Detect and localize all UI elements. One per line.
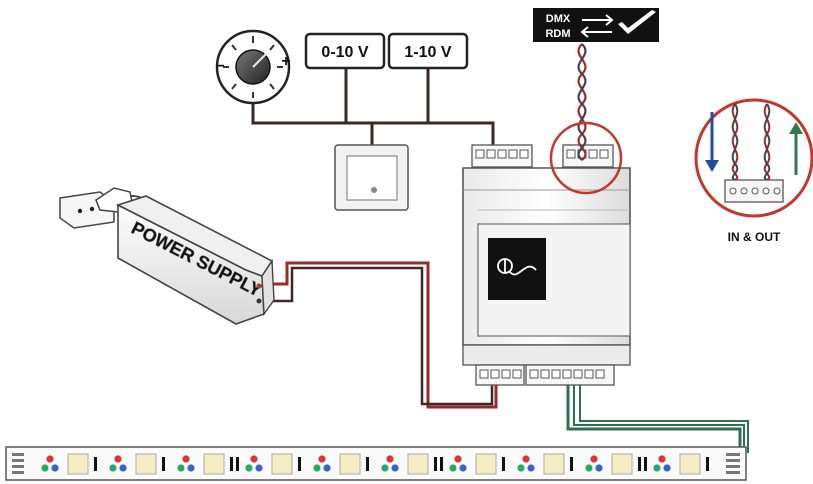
rgb-led <box>517 455 535 472</box>
led-pad <box>407 453 429 475</box>
resistor <box>440 457 443 471</box>
power-wires <box>263 261 498 409</box>
rgb-led <box>313 455 331 472</box>
rgb-led <box>449 455 467 472</box>
rgb-led <box>177 455 195 472</box>
power-wire-positive <box>263 261 498 409</box>
led-pad <box>203 453 225 475</box>
led-strip <box>5 446 747 481</box>
dmx-label: DMX <box>546 13 571 25</box>
led-pad <box>611 453 633 475</box>
resistor <box>638 457 641 471</box>
power-input-screws <box>479 369 522 379</box>
controller-logo-icon <box>497 258 537 276</box>
led-output-wire-2 <box>573 385 745 453</box>
led-pad <box>339 453 361 475</box>
resistor <box>298 457 301 471</box>
controller-module <box>462 144 631 386</box>
power-supply: POWER SUPPLY <box>115 195 275 325</box>
check-icon <box>618 10 656 34</box>
resistor <box>434 457 437 471</box>
led-pad <box>67 453 89 475</box>
resistor <box>706 457 709 471</box>
resistor <box>162 457 165 471</box>
led-pad <box>543 453 565 475</box>
left-terminal-screws <box>475 149 529 159</box>
led-pad <box>679 453 701 475</box>
led-pad <box>135 453 157 475</box>
voltage-0-10-box: 0-10 V <box>304 32 386 70</box>
dmx-twisted-cable <box>577 43 587 161</box>
dmx-terminal-highlight <box>549 121 623 195</box>
resistor <box>366 457 369 471</box>
voltage-1-10-label: 1-10 V <box>404 44 451 61</box>
push-switch <box>334 144 409 211</box>
resistor <box>94 457 97 471</box>
resistor <box>644 457 647 471</box>
rgb-led <box>585 455 603 472</box>
resistor <box>502 457 505 471</box>
resistor <box>570 457 573 471</box>
led-output-wire <box>566 385 742 453</box>
in-out-label: IN & OUT <box>728 230 781 244</box>
in-out-detail: IN & OUT <box>694 98 813 244</box>
led-output-wire-3 <box>579 385 749 453</box>
control-wires <box>251 66 495 148</box>
rdm-label: RDM <box>545 28 570 40</box>
resistor <box>230 457 233 471</box>
voltage-1-10-box: 1-10 V <box>387 32 469 70</box>
dimmer-knob: − + <box>215 29 291 105</box>
led-pad <box>475 453 497 475</box>
dmx-rdm-badge: DMX RDM <box>533 8 659 42</box>
dimmer-minus-label: − <box>215 58 224 75</box>
dimmer-plus-label: + <box>281 53 290 70</box>
rgb-led <box>109 455 127 472</box>
power-wire-negative <box>263 266 494 406</box>
arrow-down-icon <box>705 112 719 172</box>
wall-socket <box>59 187 151 229</box>
controller-logo-panel <box>488 238 546 300</box>
bidirectional-arrow-icon <box>580 14 614 38</box>
dimmer-ticks <box>223 36 283 98</box>
output-wires <box>566 385 749 453</box>
rgb-led <box>653 455 671 472</box>
arrow-up-icon <box>789 122 803 175</box>
led-pad <box>271 453 293 475</box>
rgb-led <box>41 455 59 472</box>
led-output-screws <box>529 369 605 379</box>
voltage-0-10-label: 0-10 V <box>321 44 368 61</box>
rgb-led <box>245 455 263 472</box>
led-strip-end-contacts <box>12 453 740 474</box>
rgb-led <box>381 455 399 472</box>
resistor <box>236 457 239 471</box>
